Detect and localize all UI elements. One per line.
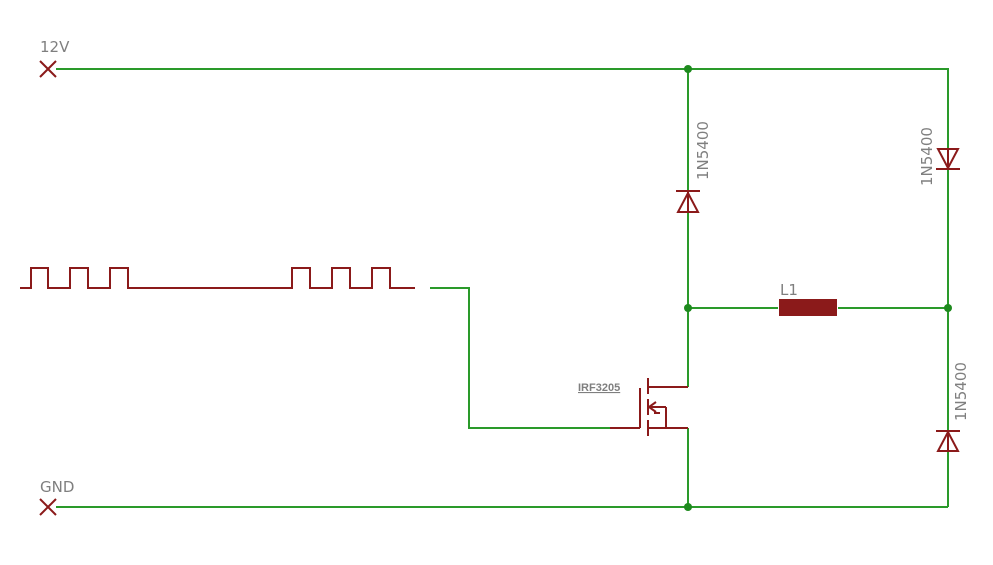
diode-d3-label: 1N5400 bbox=[952, 362, 970, 421]
pwm-pulse-train bbox=[20, 267, 415, 289]
diode-d3 bbox=[936, 429, 960, 452]
ground-label: GND bbox=[40, 478, 74, 496]
mosfet-label: IRF3205 bbox=[578, 382, 620, 394]
junction-node bbox=[944, 304, 952, 312]
inductor-l1 bbox=[779, 299, 837, 316]
inductor-label: L1 bbox=[780, 281, 798, 299]
junction-node bbox=[684, 503, 692, 511]
diode-d1 bbox=[676, 190, 700, 213]
diode-d2-label: 1N5400 bbox=[918, 127, 936, 186]
junction-node bbox=[684, 304, 692, 312]
diode-d1-label: 1N5400 bbox=[694, 121, 712, 180]
mosfet-q1 bbox=[610, 378, 688, 436]
supply-label: 12V bbox=[40, 38, 70, 56]
supply-terminal bbox=[39, 60, 57, 78]
supply-rail bbox=[56, 68, 949, 148]
diode-d2 bbox=[936, 148, 960, 171]
gate-wire bbox=[430, 287, 610, 429]
junction-node bbox=[684, 65, 692, 73]
ground-terminal bbox=[39, 498, 57, 516]
